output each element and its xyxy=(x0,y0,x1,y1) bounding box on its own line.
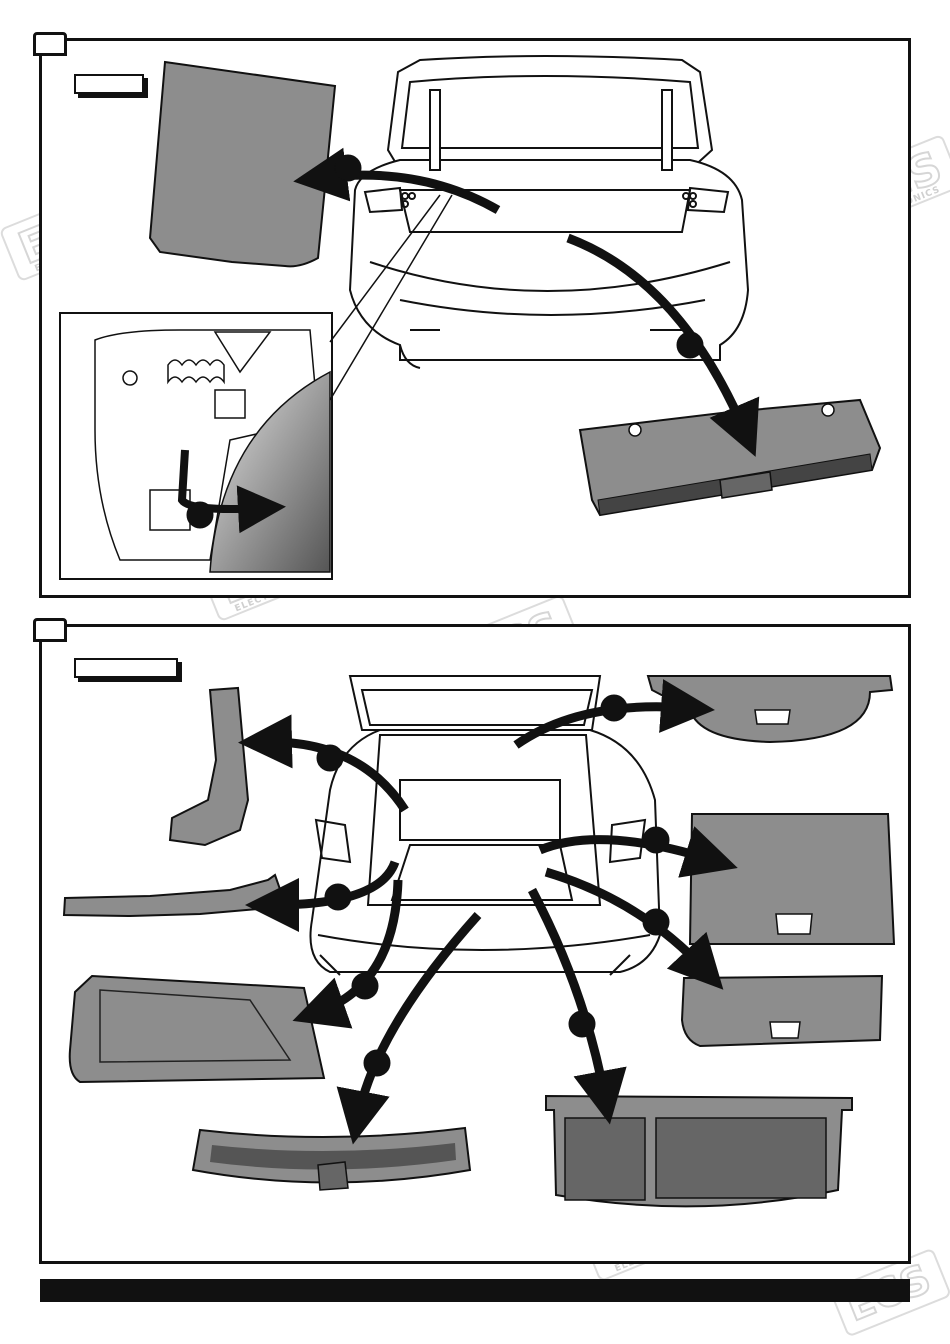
rear-sill-trim-panel xyxy=(580,400,880,515)
detail-inset xyxy=(60,313,332,579)
side-wall-trim xyxy=(70,976,324,1082)
lower-floor-board xyxy=(682,976,882,1046)
trunk-floor-panel xyxy=(150,62,335,266)
pillar-trim-left xyxy=(170,688,248,845)
car-rear-open-tailgate xyxy=(310,676,660,975)
car-rear-open-hatch xyxy=(350,56,748,368)
side-rail-trim xyxy=(64,875,282,916)
cargo-floor-board xyxy=(690,814,894,944)
storage-tray xyxy=(546,1096,852,1206)
load-sill-cover xyxy=(193,1128,470,1190)
